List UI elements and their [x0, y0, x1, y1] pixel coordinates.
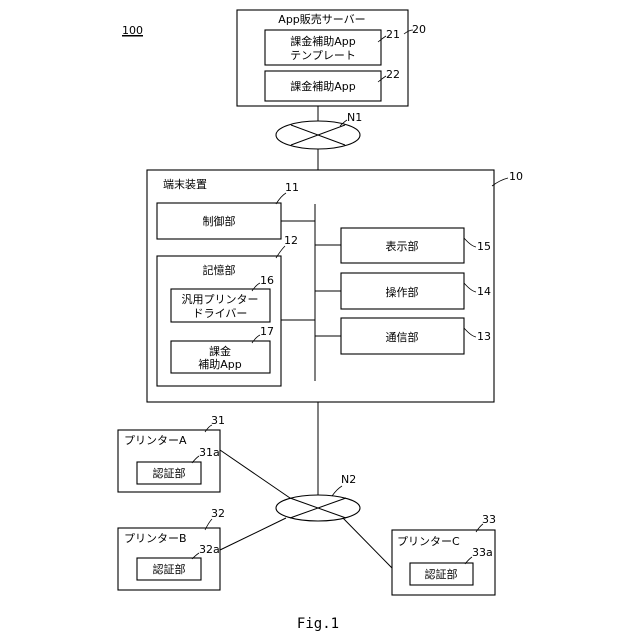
- printer-c-title: プリンターC: [397, 535, 460, 548]
- control-label: 制御部: [203, 214, 236, 228]
- network2-label: N2: [341, 473, 356, 486]
- link-printer-c: [340, 515, 392, 568]
- printer-b: プリンターB 認証部: [118, 528, 220, 590]
- template-ref: 21: [386, 28, 400, 41]
- billing-app-line1: 課金: [209, 344, 231, 358]
- terminal-title: 端末装置: [163, 177, 207, 191]
- display-label: 表示部: [386, 239, 419, 253]
- printer-c-auth-ref: 33a: [472, 546, 493, 559]
- storage-ref: 12: [284, 234, 298, 247]
- storage-title: 記憶部: [203, 263, 236, 277]
- printer-b-title: プリンターB: [124, 532, 187, 545]
- app-server: App販売サーバー 課金補助App テンプレート 課金補助App: [237, 10, 408, 106]
- template-line2: テンプレート: [290, 49, 356, 62]
- link-printer-a: [220, 450, 290, 498]
- billing-app-line2: 補助App: [198, 357, 242, 371]
- network1-label: N1: [347, 111, 362, 124]
- template-line1: 課金補助App: [290, 34, 356, 48]
- network-n2: [276, 495, 360, 521]
- printer-c-auth-label: 認証部: [425, 567, 458, 581]
- printer-a-title: プリンターA: [124, 434, 187, 447]
- driver-line1: 汎用プリンター: [182, 292, 259, 306]
- printer-a-auth-ref: 31a: [199, 446, 220, 459]
- printer-b-auth-label: 認証部: [153, 562, 186, 576]
- server-app-label: 課金補助App: [290, 79, 356, 93]
- comm-label: 通信部: [386, 330, 419, 344]
- app-server-ref: 20: [412, 23, 426, 36]
- app-server-title: App販売サーバー: [278, 13, 365, 26]
- printer-a: プリンターA 認証部: [118, 430, 220, 492]
- server-app-ref: 22: [386, 68, 400, 81]
- comm-ref: 13: [477, 330, 491, 343]
- printer-a-ref: 31: [211, 414, 225, 427]
- driver-line2: ドライバー: [193, 307, 248, 320]
- control-ref: 11: [285, 181, 299, 194]
- n2-leader: [332, 486, 342, 496]
- printer-b-auth-ref: 32a: [199, 543, 220, 556]
- operation-label: 操作部: [386, 285, 419, 299]
- figure-ref: 100: [122, 24, 143, 37]
- link-printer-b: [220, 518, 286, 550]
- printer-a-auth-label: 認証部: [153, 466, 186, 480]
- billing-app-ref: 17: [260, 325, 274, 338]
- terminal-ref: 10: [509, 170, 523, 183]
- driver-ref: 16: [260, 274, 274, 287]
- printer-c-ref: 33: [482, 513, 496, 526]
- figure-caption: Fig.1: [297, 616, 339, 632]
- display-ref: 15: [477, 240, 491, 253]
- terminal-device: 端末装置 制御部 記憶部 汎用プリンター ドライバー 課金 補助App 表示部 …: [147, 170, 494, 402]
- operation-ref: 14: [477, 285, 491, 298]
- network-n1: [276, 121, 360, 149]
- printer-b-ref: 32: [211, 507, 225, 520]
- printer-c: プリンターC 認証部: [392, 530, 495, 595]
